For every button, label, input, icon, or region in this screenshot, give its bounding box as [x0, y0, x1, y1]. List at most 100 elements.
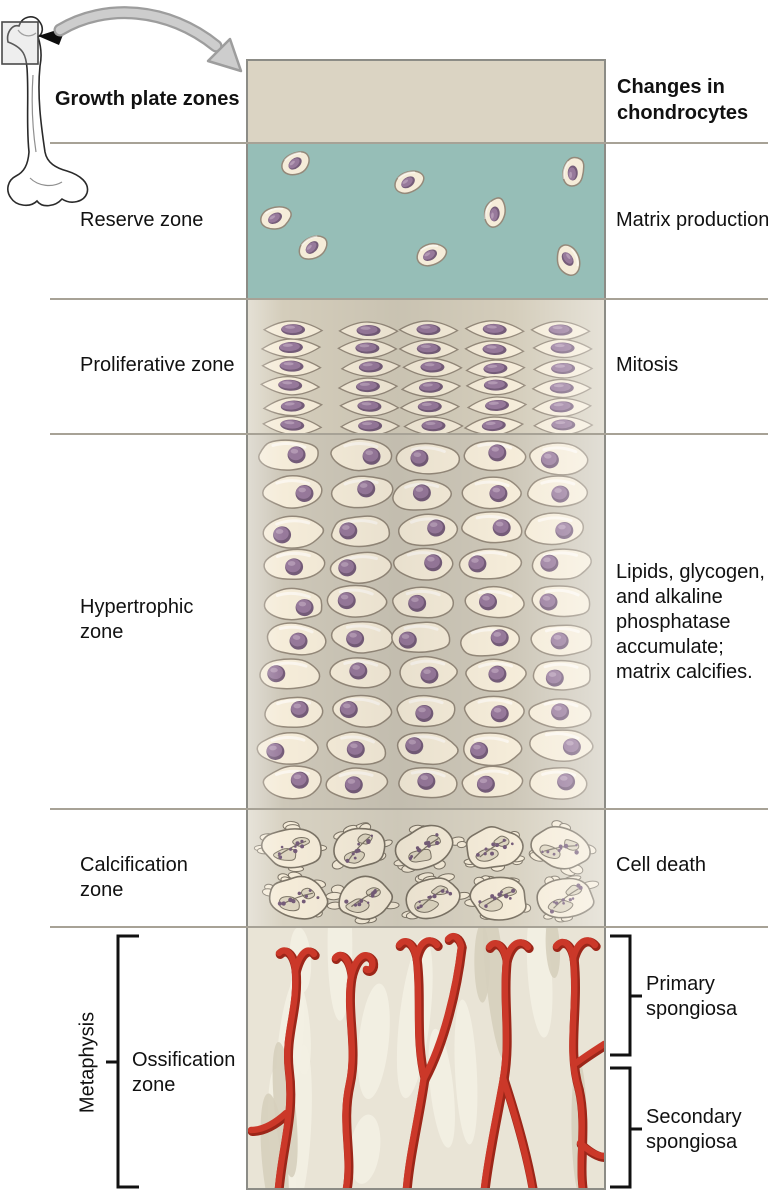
cell-nucleus: [280, 419, 305, 431]
proliferative-chondrocyte: [532, 359, 594, 379]
proliferative-chondrocyte: [464, 320, 525, 340]
cell-nucleus: [358, 420, 383, 432]
trabecula-streak: [349, 1114, 381, 1184]
hypertrophic-chondrocyte: [326, 584, 388, 618]
cell-nucleus: [418, 381, 443, 393]
cell-nucleus: [539, 593, 558, 611]
cell-nucleus: [489, 485, 508, 503]
cell-nucleus: [401, 176, 415, 189]
cell-nucleus: [417, 772, 436, 790]
cell-nucleus: [305, 241, 319, 254]
proliferative-chondrocyte: [531, 397, 593, 418]
cell-nucleus: [346, 740, 365, 758]
zone-divider: [50, 926, 768, 928]
hypertrophic-chondrocyte: [262, 474, 323, 509]
hypertrophic-chondrocyte: [256, 732, 319, 765]
growth-plate-column: [246, 59, 606, 1190]
blood-vessel: [444, 933, 465, 950]
cell-nucleus: [540, 451, 559, 469]
reserve-chondrocyte: [556, 244, 581, 277]
cell-nucleus: [488, 444, 507, 462]
cell-nucleus: [470, 742, 489, 760]
hypertrophic-chondrocyte: [461, 511, 523, 544]
cell-nucleus: [349, 662, 368, 680]
cell-nucleus: [295, 484, 314, 502]
proliferative-chondrocyte: [464, 340, 525, 360]
cell-nucleus: [545, 669, 564, 687]
proliferative-chondrocyte: [402, 357, 463, 378]
cell-nucleus: [551, 703, 570, 721]
hypertrophic-chondrocyte: [263, 548, 326, 581]
trabecula-streak: [454, 999, 478, 1145]
dying-chondrocyte: [464, 875, 532, 921]
hypertrophic-chondrocyte: [266, 622, 327, 656]
proliferative-chondrocyte: [398, 320, 459, 340]
cell-nucleus: [288, 157, 302, 170]
cell-nucleus: [290, 700, 309, 718]
hypertrophic-chondrocyte: [463, 440, 527, 472]
zone-divider: [50, 142, 768, 144]
cell-nucleus: [421, 420, 446, 432]
hypertrophic-chondrocyte: [395, 442, 461, 475]
zone-band-reserve: [248, 144, 604, 300]
cell-nucleus: [492, 519, 511, 537]
proliferative-chondrocyte: [339, 416, 401, 435]
reserve-chondrocyte: [281, 151, 310, 176]
blood-vessel: [572, 1040, 604, 1067]
cell-nucleus: [557, 773, 576, 791]
cell-nucleus: [356, 325, 381, 337]
cell-nucleus: [488, 665, 507, 683]
hypertrophic-chondrocyte: [460, 625, 521, 657]
proliferative-chondrocyte: [340, 357, 402, 378]
label-reserve-zone: Reserve zone: [80, 209, 204, 231]
blood-vessel: [412, 937, 441, 962]
hypertrophic-chondrocyte: [532, 659, 591, 691]
hypertrophic-chondrocyte: [392, 547, 454, 581]
blood-vessel: [569, 937, 599, 962]
hypertrophic-chondrocyte: [325, 767, 389, 800]
hypertrophic-chondrocyte: [330, 475, 394, 509]
hypertrophic-chondrocyte: [529, 767, 588, 800]
cell-nucleus: [540, 554, 559, 572]
cell-nucleus: [551, 419, 576, 431]
zoom-arrow-icon: [53, 6, 243, 73]
cell-nucleus: [339, 522, 358, 540]
zone-divider: [50, 808, 768, 810]
zone-band-ossification: [248, 928, 604, 1188]
reserve-chondrocyte: [562, 156, 585, 187]
cell-nucleus: [339, 701, 358, 719]
hypertrophic-chondrocyte: [326, 731, 387, 766]
blood-vessel: [574, 1084, 586, 1188]
cell-nucleus: [483, 379, 508, 391]
cell-nucleus: [337, 592, 356, 610]
proliferative-chondrocyte: [399, 397, 461, 417]
label-secondary-spongiosa: Secondary spongiosa: [646, 1106, 742, 1153]
hypertrophic-chondrocyte: [464, 585, 525, 619]
cell-nucleus: [550, 342, 575, 354]
label-cell-death: Cell death: [616, 854, 707, 876]
cell-nucleus: [410, 449, 429, 467]
hypertrophic-chondrocyte: [531, 548, 592, 580]
cell-nucleus: [567, 165, 578, 181]
zone-band-matrix: [248, 61, 604, 144]
hypertrophic-chondrocyte: [526, 475, 589, 508]
hypertrophic-chondrocyte: [524, 512, 585, 546]
cell-nucleus: [268, 212, 282, 224]
trabecula-streak: [272, 1042, 298, 1178]
blood-vessel: [347, 952, 376, 980]
blood-vessel: [402, 1072, 428, 1188]
proliferative-chondrocyte: [337, 377, 399, 397]
cell-nucleus: [481, 419, 506, 432]
epiphysis-inset-box: [1, 21, 39, 65]
dying-chondrocyte: [401, 872, 471, 920]
cell-nucleus: [358, 361, 383, 373]
cell-nucleus: [427, 519, 446, 537]
dying-chondrocyte: [456, 825, 525, 872]
cell-nucleus: [555, 521, 574, 539]
blood-vessel: [291, 947, 318, 975]
trabecula-streak: [357, 983, 390, 1100]
label-ossification-zone: Ossification zone: [132, 1049, 236, 1096]
cell-nucleus: [346, 630, 365, 648]
dying-chondrocyte: [325, 875, 400, 925]
proliferative-chondrocyte: [531, 378, 593, 399]
